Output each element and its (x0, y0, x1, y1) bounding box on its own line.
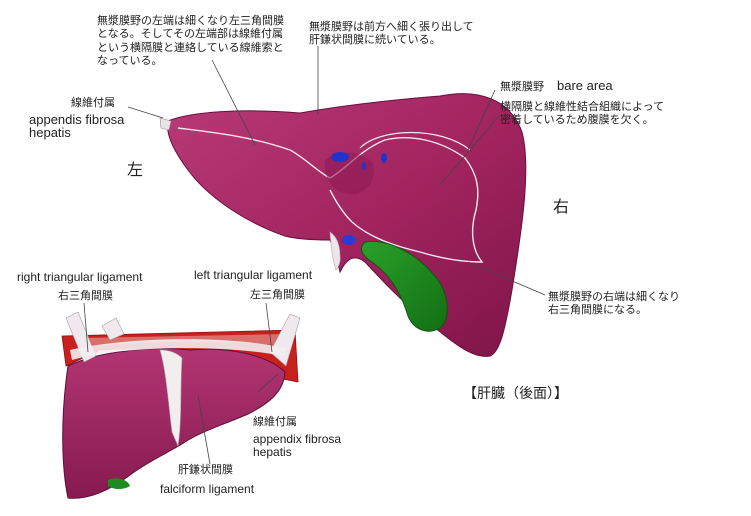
bare-area-right-end-note: 無漿膜野の右端は細くなり 右三角間膜になる。 (548, 290, 680, 317)
left-triangular-ligament-jp: 左三角間膜 (250, 288, 305, 301)
hepatic-vein-1 (331, 152, 349, 162)
left-side-marker: 左 (127, 160, 144, 179)
falciform-ligament (159, 349, 183, 448)
leader-lines-top (127, 46, 546, 296)
figure-caption: 【肝臓（後面）】 (463, 386, 568, 402)
bare-area-en-label: bare area (557, 78, 613, 93)
right-side-marker: 右 (553, 197, 570, 216)
coronary-ligament-strand (101, 317, 125, 341)
bare-area-jp-label: 無漿膜野 (500, 80, 544, 93)
bare-area-left-end-note: 無漿膜野の左端は細くなり左三角間膜 となる。そしてその左端部は線維付属 という横… (97, 14, 284, 68)
vena-cava-groove (325, 152, 375, 195)
hilum-ligament (329, 231, 341, 271)
hepatic-vein-2 (381, 153, 387, 163)
fibrous-appendix-tip (159, 117, 172, 131)
fibrous-appendix-en-top: appendis fibrosa hepatis (29, 112, 125, 140)
posterior-liver (159, 93, 527, 357)
coronary-ligament-band (70, 339, 286, 360)
anterior-liver (61, 311, 301, 499)
bare-area-upper (359, 131, 471, 151)
falciform-ligament-jp: 肝鎌状間膜 (178, 463, 233, 476)
right-triangular-ligament-jp: 右三角間膜 (58, 289, 113, 302)
falciform-ligament-en: falciform ligament (160, 482, 255, 496)
bare-area-front-note: 無漿膜野は前方へ細く張り出して 肝鎌状間膜に続いている。 (309, 20, 474, 47)
gallbladder (361, 240, 448, 332)
fibrous-appendix-en-bottom: appendix fibrosa hepatis (253, 432, 342, 459)
anterior-gallbladder-tip (108, 478, 130, 489)
portal-vessel (342, 235, 356, 245)
fibrous-appendix-jp-bottom: 線維付属 (253, 415, 297, 428)
right-triangular-ligament-en: right triangular ligament (17, 270, 143, 284)
bare-area-outline (177, 127, 484, 263)
bare-area-description: 横隔膜と線維性結合組織によって 密着しているため腹膜を欠く。 (500, 100, 665, 127)
leader-lines-bottom (83, 302, 279, 465)
hepatic-vein-3 (362, 162, 366, 170)
fibrous-appendix-jp-top: 線維付属 (71, 96, 115, 109)
left-triangular-ligament-en: left triangular ligament (194, 268, 313, 282)
